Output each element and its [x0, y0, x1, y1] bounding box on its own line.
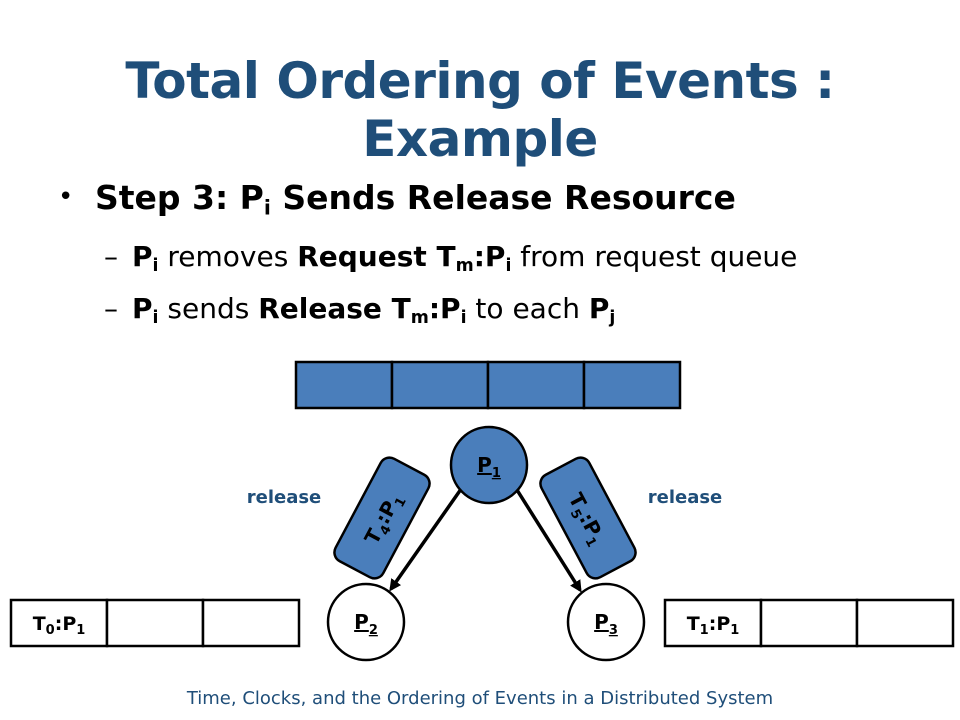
p3-queue-slot [759, 598, 859, 648]
dash: – [104, 240, 118, 273]
message-right: T5:P1 [539, 456, 637, 580]
node-label: P [477, 453, 492, 477]
entry-sub: 0 [46, 623, 55, 638]
node-p3: P3 [566, 582, 646, 662]
svg-text:P1: P1 [477, 453, 501, 481]
entry-sub: 1 [700, 623, 709, 638]
p1-queue-slot [294, 360, 394, 410]
text: :P [473, 240, 506, 273]
footer-citation: Time, Clocks, and the Ordering of Events… [186, 688, 774, 709]
node-label-sub: 2 [369, 623, 378, 638]
node-p1: P1 [449, 425, 529, 505]
p3-queue-slot [855, 598, 955, 648]
text: from request queue [511, 240, 798, 273]
p2-queue: T0:P1 [9, 598, 301, 648]
node-label-sub: 1 [492, 466, 501, 481]
bullet-step3: Step 3: Pi Sends Release Resource [95, 178, 736, 220]
text: i [152, 255, 159, 276]
bullet-text-2: Sends Release Resource [270, 178, 736, 217]
node-label: P [354, 610, 369, 634]
message-left: T4:P1 [333, 456, 431, 580]
release-label-left: release [247, 487, 322, 508]
node-label-sub: 3 [609, 623, 618, 638]
p2-queue-slot [9, 598, 109, 648]
text: sends [158, 292, 259, 325]
text: m [455, 255, 474, 276]
svg-text:P2: P2 [354, 610, 378, 638]
text: P [588, 292, 610, 325]
bullet-dot: • [58, 182, 74, 212]
text: m [410, 307, 429, 328]
p1-queue-slot [390, 360, 490, 410]
p3-queue-slot [663, 598, 763, 648]
node-p2: P2 [326, 582, 406, 662]
text: i [505, 255, 512, 276]
text: :P [428, 292, 461, 325]
bullet-sub: i [263, 195, 271, 220]
sub-bullet-remove: –Pi removes Request Tm:Pi from request q… [104, 240, 798, 276]
arrow-p1-p2 [389, 480, 468, 592]
text: P [132, 292, 153, 325]
text: j [609, 307, 616, 328]
text: removes [158, 240, 298, 273]
svg-text:P3: P3 [594, 610, 618, 638]
release-label-right: release [648, 487, 723, 508]
text: to each [466, 292, 589, 325]
entry-sub: 1 [730, 623, 739, 638]
p1-queue-slot [582, 360, 682, 410]
p3-queue-entry: T1:P1 [687, 613, 740, 638]
entry-text: T [687, 613, 700, 635]
p1-queue-slot [486, 360, 586, 410]
p2-queue-slot [105, 598, 205, 648]
entry-text: :P [55, 613, 77, 635]
text: Request T [297, 240, 456, 273]
p2-queue-slot [201, 598, 301, 648]
text: i [152, 307, 159, 328]
text: i [460, 307, 467, 328]
entry-text: :P [709, 613, 731, 635]
p1-queue [294, 360, 682, 410]
sub-bullet-send: –Pi sends Release Tm:Pi to each Pj [104, 292, 616, 328]
text: Release T [258, 292, 411, 325]
dash: – [104, 292, 118, 325]
entry-sub: 1 [76, 623, 85, 638]
text: P [132, 240, 153, 273]
arrow-p1-p3 [510, 481, 582, 593]
bullet-text: Step 3: P [95, 178, 264, 217]
entry-text: T [33, 613, 46, 635]
node-label: P [594, 610, 609, 634]
slide-title: Total Ordering of Events : Example [125, 52, 835, 168]
p3-queue: T1:P1 [663, 598, 955, 648]
p2-queue-entry: T0:P1 [33, 613, 86, 638]
